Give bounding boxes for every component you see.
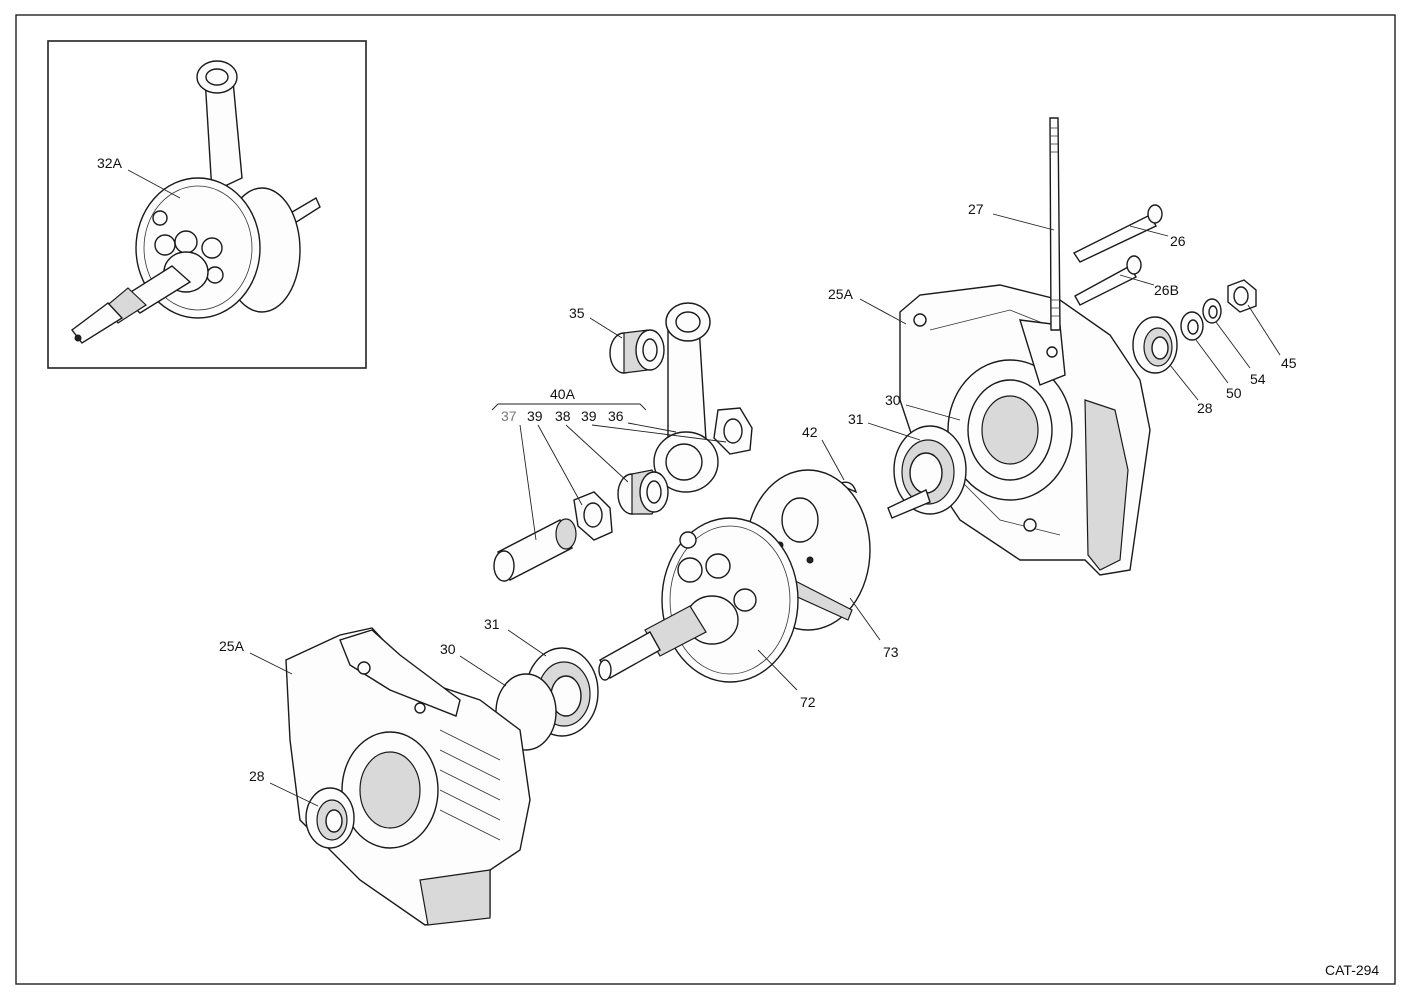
label-54: 54 [1250, 371, 1266, 387]
label-37: 37 [501, 408, 517, 424]
thrust-washer-39-left [573, 491, 613, 541]
needle-bearing-38 [617, 469, 669, 515]
screw-26 [1072, 204, 1163, 263]
crankcase-half-right [899, 284, 1151, 576]
label-30-left: 30 [440, 641, 456, 657]
label-45: 45 [1281, 355, 1297, 371]
washer-54 [1202, 298, 1222, 324]
stud-27 [1049, 117, 1061, 331]
label-39-right: 39 [581, 408, 597, 424]
needle-bearing-35 [609, 329, 665, 374]
label-35: 35 [569, 305, 585, 321]
label-39-left: 39 [527, 408, 543, 424]
label-28-right: 28 [1197, 400, 1213, 416]
label-38: 38 [555, 408, 571, 424]
oil-seal-28-left [305, 787, 355, 849]
label-25A-right: 25A [828, 286, 854, 302]
oil-seal-28-right [1132, 316, 1178, 374]
washer-50 [1180, 311, 1204, 341]
label-28-left: 28 [249, 768, 265, 784]
callout-labels: 32A 27 26 26B 25A 45 54 50 28 35 40A 37 … [97, 155, 1297, 784]
label-40A: 40A [550, 386, 576, 402]
label-36: 36 [608, 408, 624, 424]
label-31-right: 31 [848, 411, 864, 427]
label-72: 72 [800, 694, 816, 710]
screw-26B [1074, 255, 1142, 306]
label-73: 73 [883, 644, 899, 660]
crankcase-half-left [285, 627, 531, 926]
flywheel-half-72 [598, 517, 799, 683]
label-26: 26 [1170, 233, 1186, 249]
crank-pin-37 [493, 518, 577, 582]
label-25A-left: 25A [219, 638, 245, 654]
inset-crankshaft-assembly [71, 60, 321, 344]
label-30-right: 30 [885, 392, 901, 408]
thrust-washer-39-right [713, 407, 753, 455]
label-32A: 32A [97, 155, 123, 171]
label-50: 50 [1226, 385, 1242, 401]
label-26B: 26B [1154, 282, 1179, 298]
bearing-31-right [893, 425, 967, 515]
leader-lines [127, 169, 1281, 807]
label-42: 42 [802, 424, 818, 440]
catalog-code: CAT-294 [1325, 962, 1379, 978]
label-31-left: 31 [484, 616, 500, 632]
connecting-rod-36 [653, 302, 719, 493]
page-frame [15, 14, 1396, 985]
label-27: 27 [968, 201, 984, 217]
nut-45 [1227, 279, 1257, 313]
